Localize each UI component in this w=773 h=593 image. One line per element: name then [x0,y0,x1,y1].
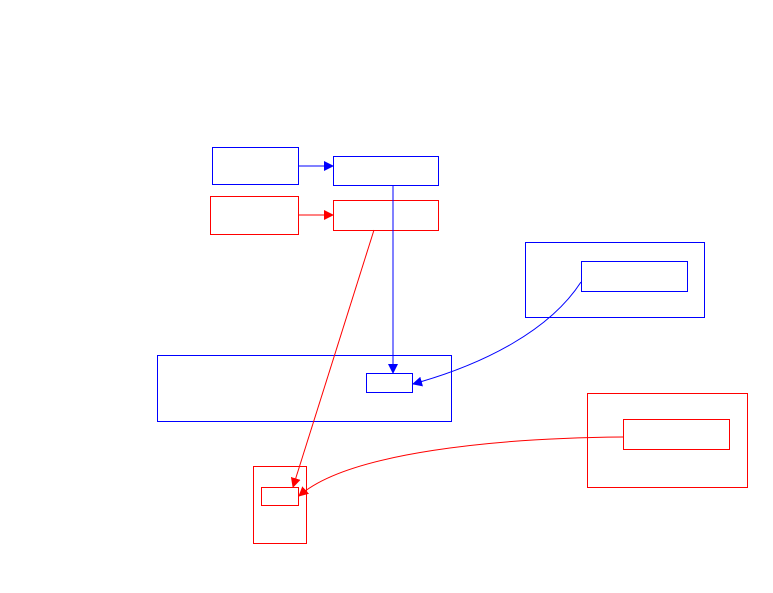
red-right-inner-to-lower-inner-edge [298,436,624,497]
red-source-node [210,196,299,235]
blue-right-inner-node [581,261,688,292]
red-right-container-node [587,393,748,488]
red-target-to-lower-inner-edge [290,229,375,488]
red-right-inner-node [623,419,730,450]
blue-source-node [212,147,299,185]
red-lower-inner-node [261,487,299,506]
blue-target-node [333,156,439,186]
blue-right-inner-to-lower-inner-edge [412,281,582,387]
red-target-node [333,200,439,231]
blue-lower-container-node [157,355,452,422]
blue-lower-inner-node [366,373,413,393]
red-lower-container-node [253,466,307,544]
blue-right-container-node [525,242,705,318]
